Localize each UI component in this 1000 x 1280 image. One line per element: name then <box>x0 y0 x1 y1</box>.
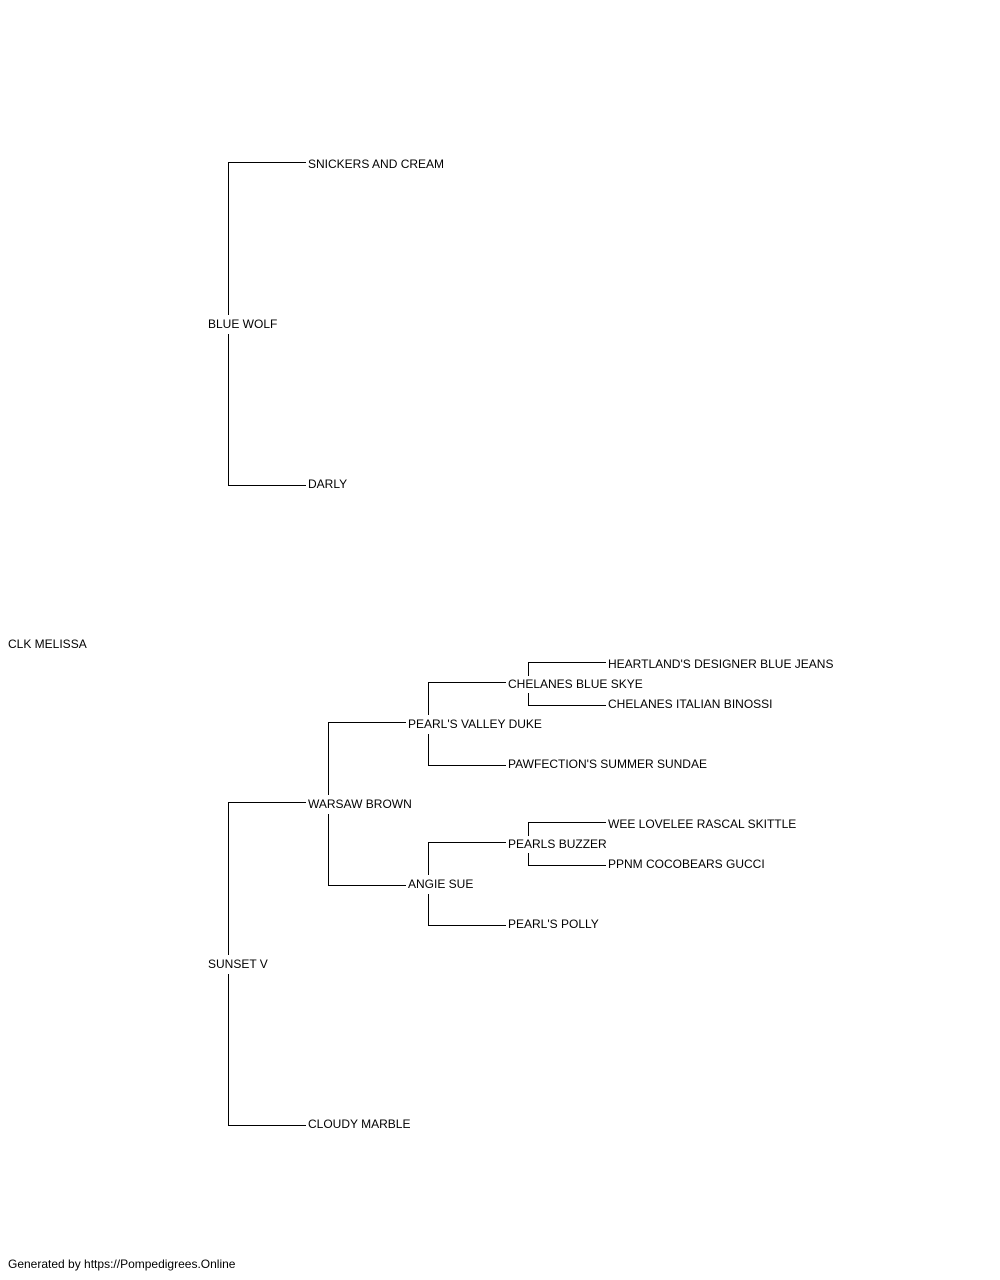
connector-line <box>328 722 329 795</box>
connector-line <box>528 693 529 705</box>
connector-line <box>428 842 429 875</box>
dam-sire-dam-dam-name: PEARL'S POLLY <box>508 917 599 931</box>
connector-line <box>228 802 229 955</box>
connector-line <box>428 734 429 765</box>
dam-sire-dam-sire-sire-name: WEE LOVELEE RASCAL SKITTLE <box>608 817 797 831</box>
connector-line <box>328 885 406 886</box>
connector-line <box>528 822 529 836</box>
dam-dam-name: CLOUDY MARBLE <box>308 1117 411 1131</box>
connector-line <box>228 1125 306 1126</box>
connector-line <box>528 662 606 663</box>
dam-sire-name: WARSAW BROWN <box>308 797 412 811</box>
connector-line <box>428 894 429 925</box>
dam-sire-sire-sire-dam-name: CHELANES ITALIAN BINOSSI <box>608 697 773 711</box>
dam-sire-sire-sire-sire-name: HEARTLAND'S DESIGNER BLUE JEANS <box>608 657 834 671</box>
connector-line <box>328 814 329 885</box>
dam-sire-dam-sire-dam-name: PPNM COCOBEARS GUCCI <box>608 857 765 871</box>
connector-line <box>228 162 229 315</box>
dam-name: SUNSET V <box>208 957 268 971</box>
sire-dam-name: DARLY <box>308 477 348 491</box>
connector-line <box>428 682 506 683</box>
connector-line <box>228 485 306 486</box>
connector-line <box>428 765 506 766</box>
connector-line <box>528 662 529 676</box>
generated-by-footer: Generated by https://Pompedigrees.Online <box>8 1257 236 1271</box>
connector-line <box>228 162 306 163</box>
connector-line <box>428 682 429 715</box>
dam-sire-sire-dam-name: PAWFECTION'S SUMMER SUNDAE <box>508 757 707 771</box>
dam-sire-dam-name: ANGIE SUE <box>408 877 474 891</box>
dam-sire-sire-sire-name: CHELANES BLUE SKYE <box>508 677 643 691</box>
sire-sire-name: SNICKERS AND CREAM <box>308 157 445 171</box>
connector-line <box>328 722 406 723</box>
subject-name: CLK MELISSA <box>8 637 87 651</box>
connector-line <box>428 925 506 926</box>
connector-line <box>228 802 306 803</box>
connector-line <box>228 974 229 1125</box>
sire-name: BLUE WOLF <box>208 317 278 331</box>
dam-sire-sire-name: PEARL'S VALLEY DUKE <box>408 717 542 731</box>
connector-line <box>228 334 229 485</box>
connector-line <box>528 853 529 865</box>
connector-line <box>528 865 606 866</box>
connector-line <box>528 822 606 823</box>
connector-line <box>428 842 506 843</box>
dam-sire-dam-sire-name: PEARLS BUZZER <box>508 837 607 851</box>
connector-line <box>528 705 606 706</box>
